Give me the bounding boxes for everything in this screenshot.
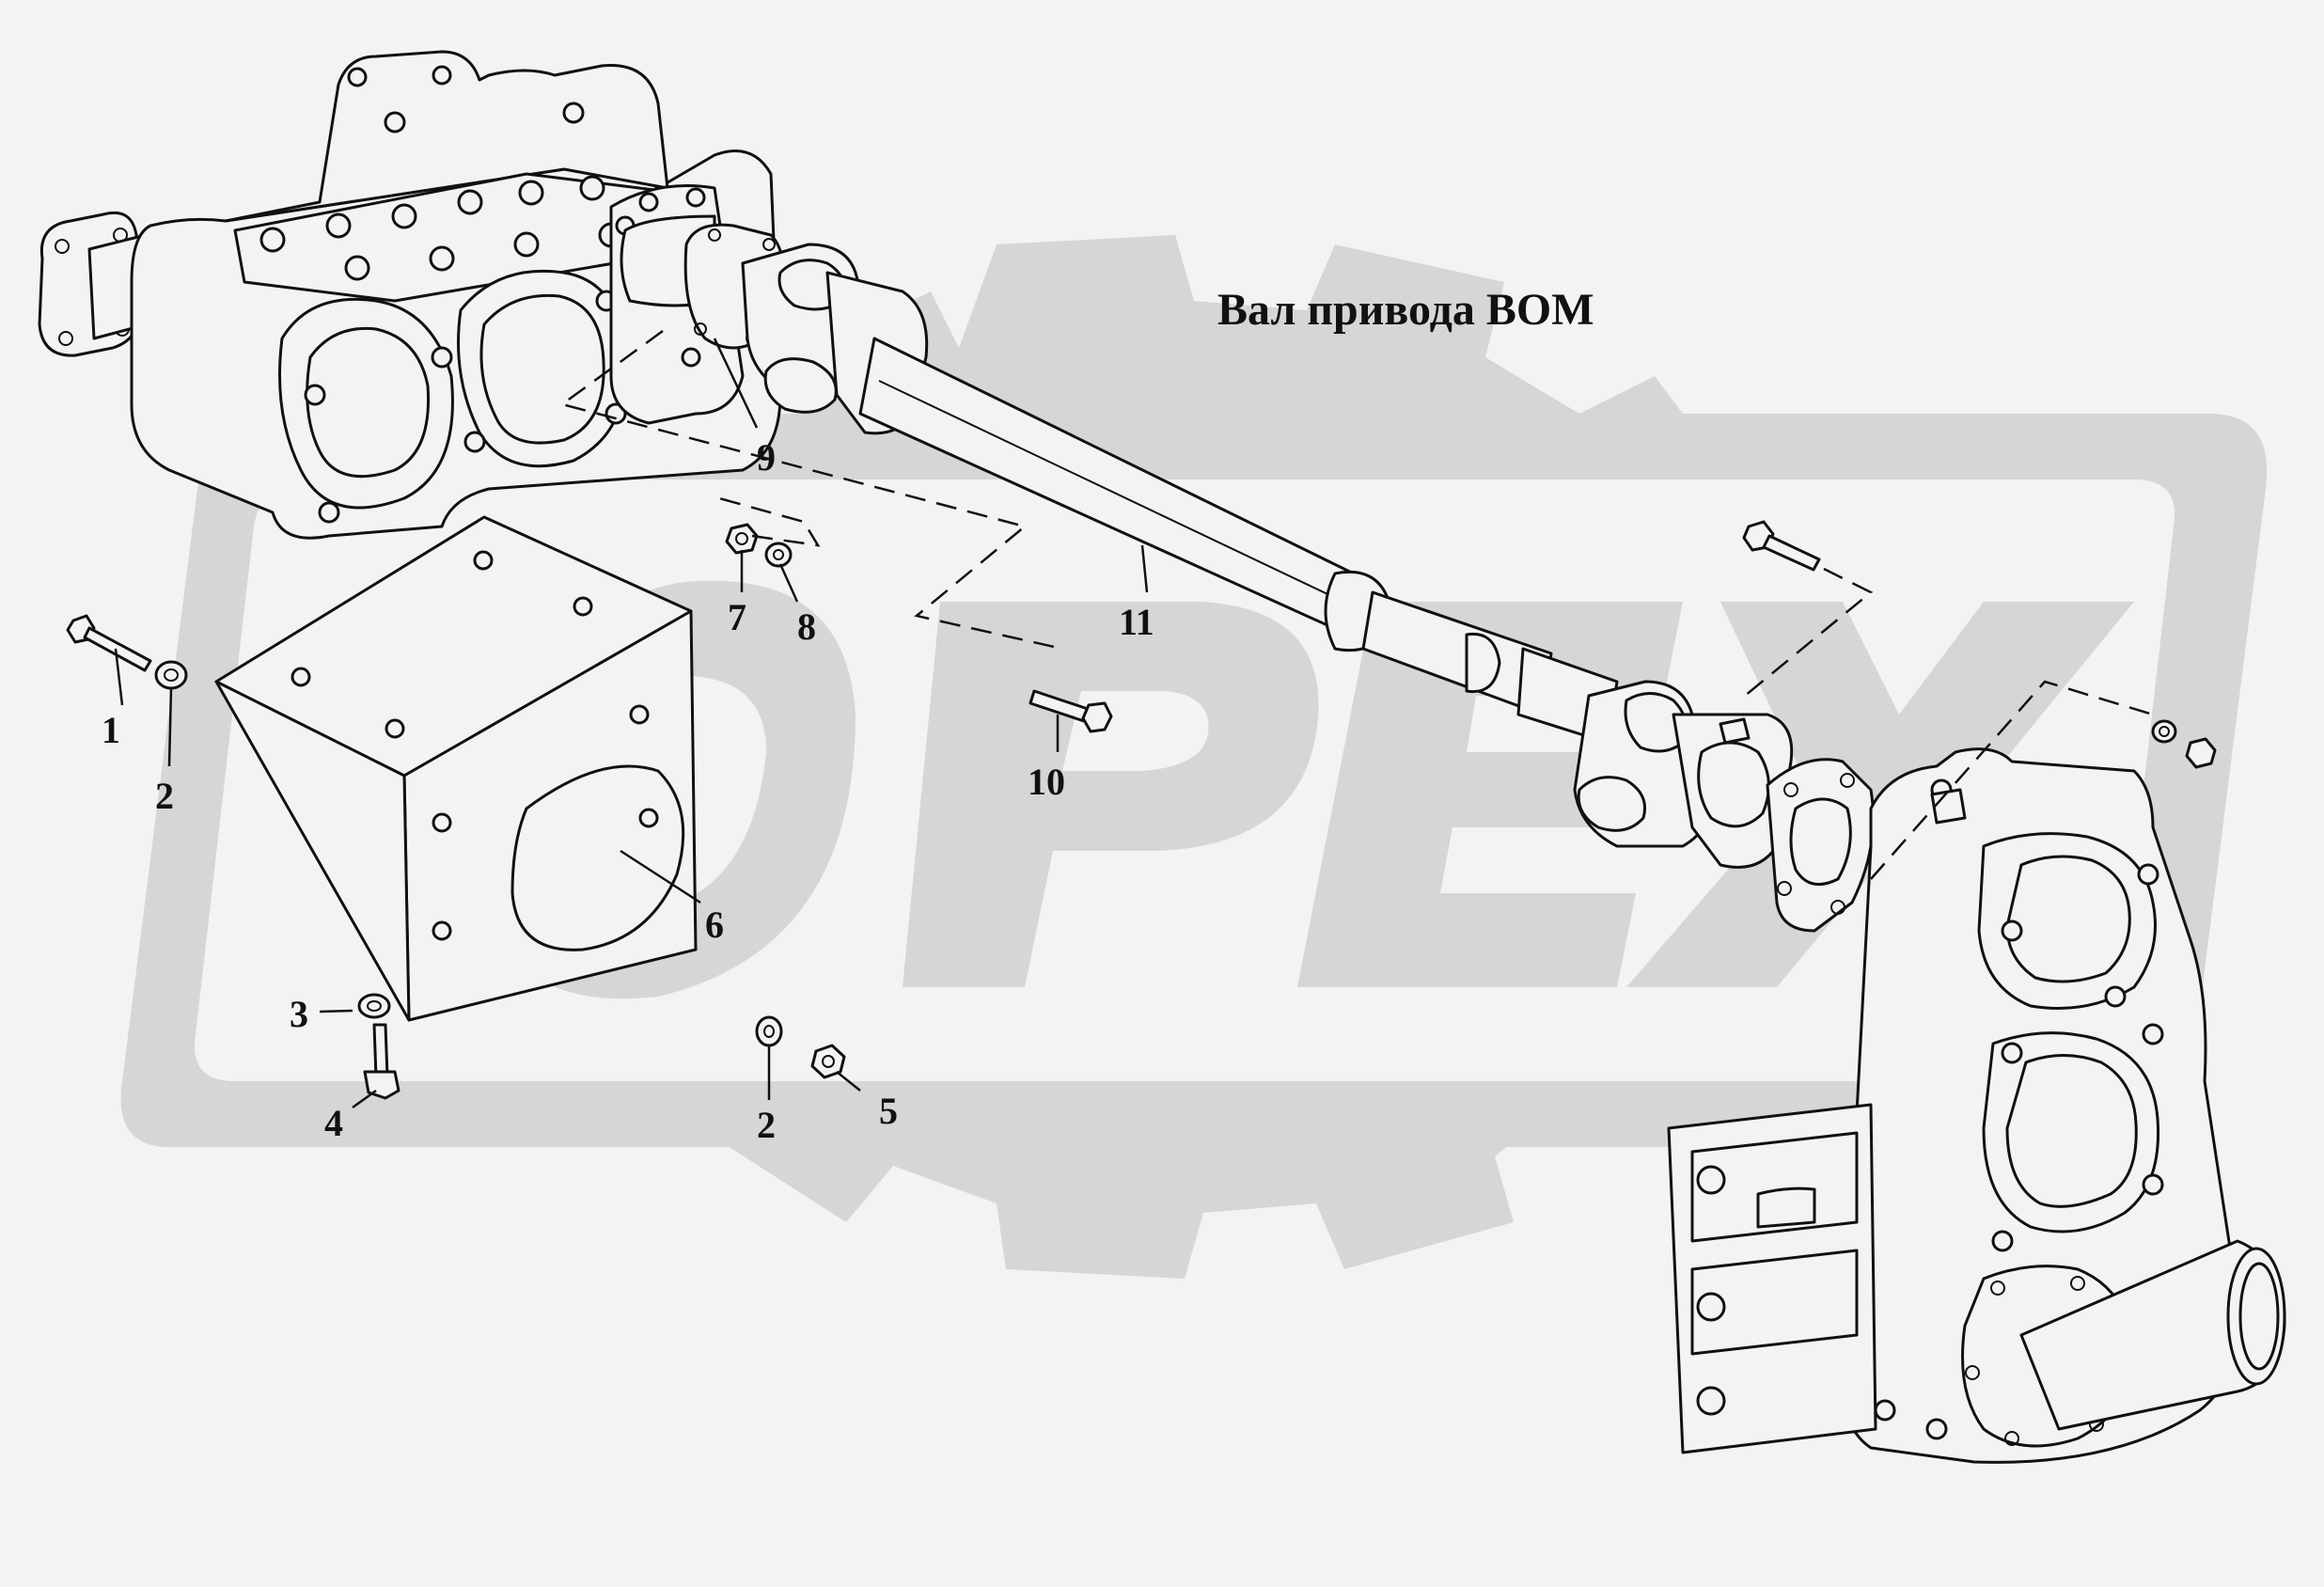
diagram-title: Вал привода ВОМ [1217,285,1594,335]
nut-7 [725,523,759,555]
callout-6: 6 [705,903,724,946]
callout-11: 11 [1119,601,1154,643]
washer-3 [357,993,391,1019]
cover-bolts [259,65,624,281]
mounting-bracket [214,515,698,1022]
callout-8: 8 [797,605,816,648]
left-gearbox [38,50,782,540]
washer-8 [764,542,793,568]
callout-2a: 2 [155,775,174,817]
bolt-10 [1029,689,1113,733]
callout-9: 9 [757,436,776,479]
bolt-1 [66,614,152,672]
assembly-lines [559,329,2154,880]
callout-7: 7 [728,596,746,638]
callouts: 1 2 3 4 2 5 6 7 8 9 10 11 [102,436,1154,1146]
leader-lines [114,338,1149,1109]
nut-5 [810,1044,846,1079]
callout-10: 10 [1028,761,1065,803]
callout-2b: 2 [757,1104,776,1146]
right-gearbox [1667,747,2286,1464]
callout-3: 3 [290,993,308,1035]
washer-nut-right [2151,719,2217,769]
right-universal-joint [1573,680,1875,933]
fasteners [66,520,2217,1100]
washer-2a [154,660,188,690]
washer-2b [755,1015,783,1047]
callout-5: 5 [879,1090,898,1132]
drive-shaft [858,337,1619,745]
bolt-right [1742,520,1821,572]
callout-4: 4 [324,1102,343,1144]
callout-1: 1 [102,709,120,751]
